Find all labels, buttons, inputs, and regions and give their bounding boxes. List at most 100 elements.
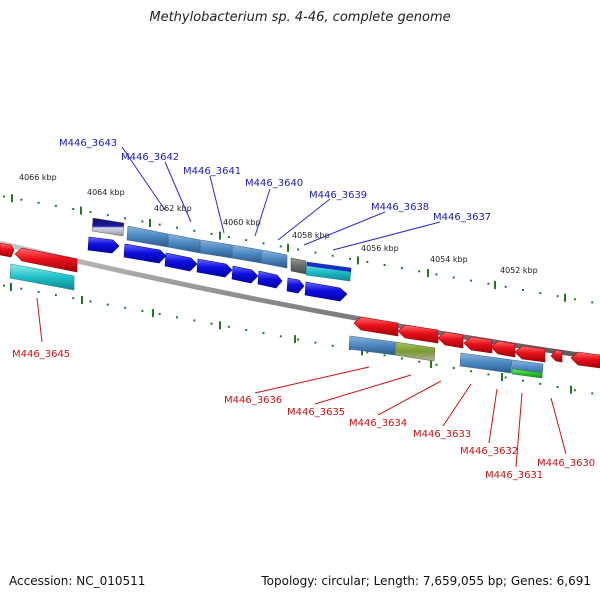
cds-feature[interactable] bbox=[459, 352, 513, 374]
label-leader bbox=[332, 221, 441, 251]
gene-arrow[interactable] bbox=[490, 340, 516, 358]
cds-feature[interactable] bbox=[511, 368, 543, 379]
bottom-feature-track bbox=[0, 242, 600, 379]
tick-row-top bbox=[3, 194, 594, 304]
minor-tick bbox=[54, 204, 57, 207]
minor-tick bbox=[124, 306, 127, 309]
minor-tick bbox=[245, 329, 248, 331]
minor-tick bbox=[331, 254, 334, 257]
gene-label[interactable]: M446_3637 bbox=[433, 212, 491, 223]
label-leader bbox=[209, 175, 225, 234]
gene-arrow[interactable] bbox=[196, 258, 233, 278]
gene-label[interactable]: M446_3640 bbox=[245, 178, 303, 189]
label-leader bbox=[442, 383, 472, 427]
label-leader bbox=[550, 397, 567, 455]
gene-arrow[interactable] bbox=[550, 349, 563, 363]
minor-tick bbox=[124, 217, 127, 220]
gene-label[interactable]: M446_3635 bbox=[287, 407, 345, 418]
minor-tick bbox=[573, 389, 576, 392]
label-leader bbox=[254, 366, 370, 394]
minor-tick bbox=[279, 245, 282, 248]
gene-label[interactable]: M446_3631 bbox=[485, 470, 543, 481]
gene-label[interactable]: M446_3645 bbox=[12, 349, 70, 360]
gene-feature[interactable] bbox=[91, 217, 125, 237]
cds-feature[interactable] bbox=[126, 225, 169, 248]
gene-arrow[interactable] bbox=[286, 277, 305, 294]
minor-tick bbox=[418, 270, 421, 273]
minor-tick bbox=[314, 341, 317, 344]
gene-label[interactable]: M446_3630 bbox=[537, 458, 595, 469]
cds-feature[interactable] bbox=[348, 335, 396, 356]
label-leader bbox=[164, 161, 192, 223]
gene-arrow[interactable] bbox=[397, 324, 439, 344]
cds-feature[interactable] bbox=[394, 341, 436, 362]
gene-arrow[interactable] bbox=[164, 252, 198, 272]
gene-label[interactable]: M446_3634 bbox=[349, 418, 407, 429]
minor-tick bbox=[210, 322, 213, 325]
minor-tick bbox=[435, 273, 438, 276]
gene-arrow[interactable] bbox=[14, 247, 78, 273]
label-leader bbox=[314, 374, 412, 405]
minor-tick bbox=[176, 316, 178, 319]
gene-arrow[interactable] bbox=[231, 265, 259, 284]
gene-label[interactable]: M446_3638 bbox=[371, 202, 429, 213]
minor-tick bbox=[72, 208, 75, 210]
minor-tick bbox=[193, 229, 196, 232]
minor-tick bbox=[54, 294, 57, 297]
gene-label[interactable]: M446_3633 bbox=[413, 429, 471, 440]
minor-tick bbox=[331, 344, 334, 347]
minor-tick bbox=[37, 201, 40, 204]
gene-arrow[interactable] bbox=[0, 242, 15, 258]
gene-arrow[interactable] bbox=[437, 331, 464, 349]
minus-strand-genes bbox=[353, 316, 600, 369]
top-feature-track bbox=[87, 217, 352, 302]
gene-label[interactable]: M446_3636 bbox=[224, 395, 282, 406]
gene-arrow[interactable] bbox=[87, 236, 120, 254]
gene-arrow[interactable] bbox=[570, 351, 600, 369]
minor-tick bbox=[400, 267, 403, 270]
minor-tick bbox=[141, 220, 144, 223]
gene-arrow[interactable] bbox=[304, 281, 348, 302]
minor-tick bbox=[383, 264, 386, 266]
genome-backbone bbox=[0, 240, 600, 361]
cds-feature[interactable] bbox=[167, 233, 201, 254]
label-leader bbox=[36, 297, 43, 343]
gene-label[interactable]: M446_3641 bbox=[183, 166, 241, 177]
cds-feature[interactable] bbox=[199, 239, 233, 259]
tick-label: 4066 kbp bbox=[19, 173, 57, 182]
gene-label[interactable]: M446_3642 bbox=[121, 152, 179, 163]
gene-arrow[interactable] bbox=[353, 316, 399, 337]
tick-label: 4064 kbp bbox=[87, 188, 125, 197]
gene-label[interactable]: M446_3639 bbox=[309, 190, 367, 201]
topology-text: Topology: circular; Length: 7,659,055 bp… bbox=[261, 574, 591, 588]
label-leader bbox=[254, 188, 271, 237]
minor-tick bbox=[89, 300, 92, 303]
cds-feature[interactable] bbox=[260, 249, 288, 269]
tick-label: 4054 kbp bbox=[430, 255, 468, 264]
tick-label: 4052 kbp bbox=[500, 266, 538, 275]
minor-tick bbox=[297, 338, 300, 341]
minor-tick bbox=[262, 332, 265, 335]
label-leader bbox=[121, 146, 166, 211]
cds-feature[interactable] bbox=[231, 244, 262, 264]
gene-arrow[interactable] bbox=[514, 345, 546, 363]
gene-feature[interactable] bbox=[290, 257, 307, 275]
label-leader bbox=[377, 380, 442, 416]
minor-tick bbox=[522, 379, 524, 382]
minor-tick bbox=[573, 298, 576, 301]
minor-tick bbox=[591, 301, 594, 304]
label-leader bbox=[488, 388, 498, 444]
minor-tick bbox=[141, 309, 144, 312]
gene-label[interactable]: M446_3632 bbox=[460, 446, 518, 457]
gene-feature[interactable] bbox=[307, 262, 351, 272]
gene-feature[interactable] bbox=[9, 263, 75, 291]
minor-tick bbox=[314, 251, 317, 254]
gene-label[interactable]: M446_3643 bbox=[59, 138, 117, 149]
minor-tick bbox=[227, 325, 230, 328]
gene-arrow[interactable] bbox=[123, 243, 167, 264]
gene-arrow[interactable] bbox=[257, 270, 283, 289]
gene-arrow[interactable] bbox=[463, 336, 493, 354]
plus-strand-genes bbox=[87, 236, 348, 302]
minor-tick bbox=[37, 290, 40, 293]
